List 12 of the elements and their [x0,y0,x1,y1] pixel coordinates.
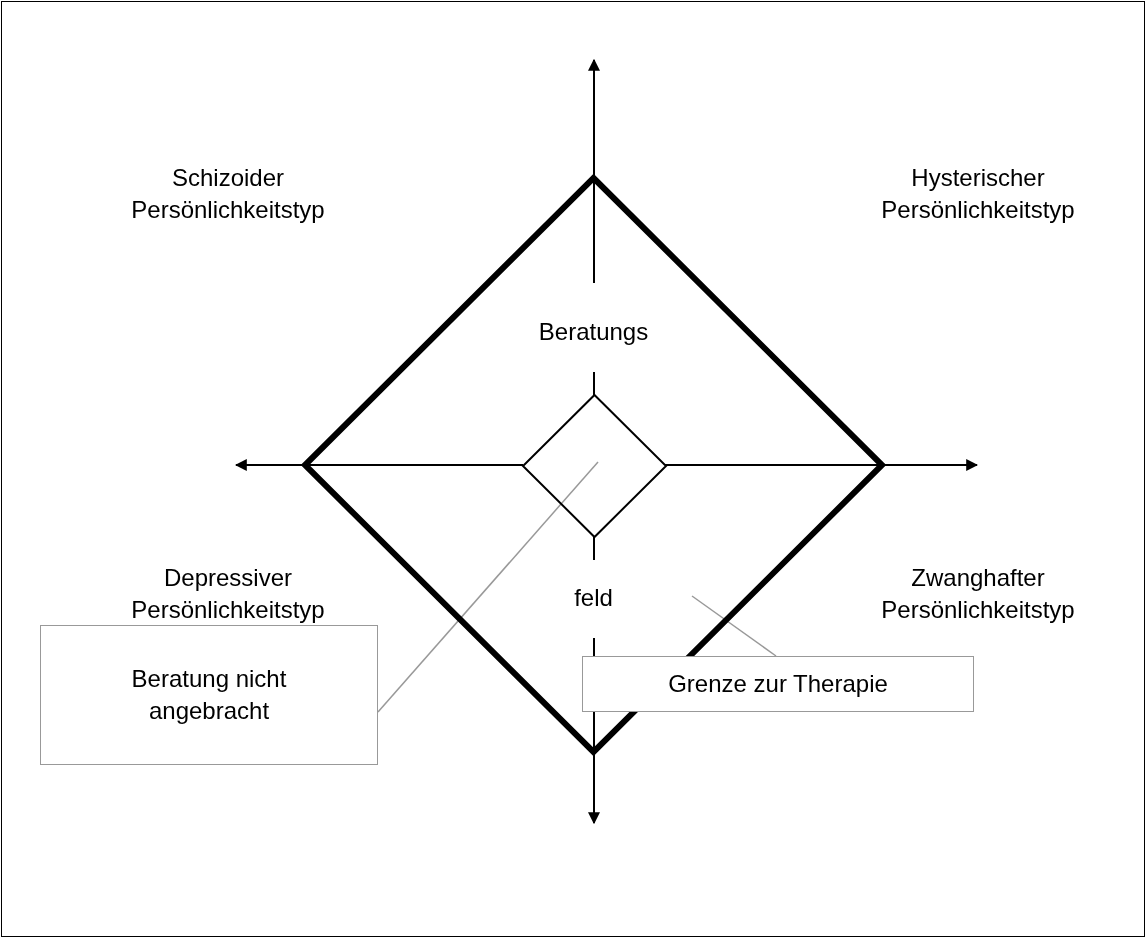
leader-line [691,595,777,657]
callout-box [40,625,378,765]
callout-text: Beratung nicht angebracht [130,664,288,726]
personality-type-label: Hysterischer Persönlichkeitstyp [880,163,1076,225]
personality-type-label: Zwanghafter Persönlichkeitstyp [880,563,1076,625]
field-label: Beratungs [538,317,649,347]
leader-line [377,461,599,713]
field-label: feld [574,583,613,613]
personality-type-label: Schizoider Persönlichkeitstyp [130,163,326,225]
callout-text: Grenze zur Therapie [667,669,889,699]
callout-box [582,656,974,712]
personality-type-label: Depressiver Persönlichkeitstyp [130,563,326,625]
